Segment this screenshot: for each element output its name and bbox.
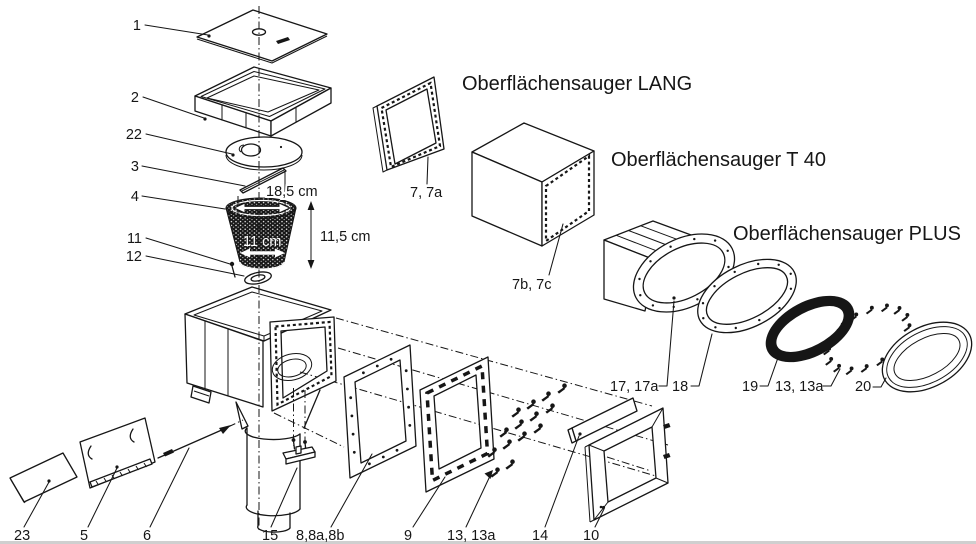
part-label-20: 20 bbox=[855, 379, 871, 395]
part-label-23: 23 bbox=[14, 528, 30, 544]
part-label-3: 3 bbox=[131, 159, 139, 175]
frame-9-drawing bbox=[419, 356, 495, 493]
bracket-drawing bbox=[282, 388, 316, 465]
dimension-11: 11 cm bbox=[240, 234, 285, 258]
part-label-13-front: 13, 13a bbox=[447, 528, 496, 544]
part-label-18: 18 bbox=[672, 379, 688, 395]
title-lang: Oberflächensauger LANG bbox=[462, 73, 692, 95]
assembly-axes bbox=[273, 317, 669, 477]
lid-drawing bbox=[196, 9, 328, 64]
dimension-18-5: 18,5 cm bbox=[232, 172, 320, 214]
skimmer-body-drawing bbox=[184, 286, 337, 533]
part-label-7b: 7b, 7c bbox=[512, 277, 552, 293]
dimension-height-label: 11,5 cm bbox=[320, 229, 371, 245]
seal-plus-drawing bbox=[765, 295, 855, 363]
part-label-15: 15 bbox=[262, 528, 278, 544]
frame-plus-drawing bbox=[881, 321, 973, 393]
part-label-13-plus: 13, 13a bbox=[775, 379, 824, 395]
title-t40: Oberflächensauger T 40 bbox=[611, 149, 826, 171]
frame-lang-drawing bbox=[372, 76, 445, 173]
part-label-7: 7, 7a bbox=[410, 185, 443, 201]
part-label-5: 5 bbox=[80, 528, 88, 544]
dimension-top-width-label: 18,5 cm bbox=[266, 184, 318, 200]
part-label-4: 4 bbox=[131, 189, 139, 205]
part-label-14: 14 bbox=[532, 528, 548, 544]
handle-drawing bbox=[239, 167, 287, 194]
part-label-17: 17, 17a bbox=[610, 379, 659, 395]
screw-11-drawing bbox=[229, 261, 236, 278]
part-label-2: 2 bbox=[131, 90, 139, 106]
part-label-10: 10 bbox=[583, 528, 599, 544]
dimension-11-5: 11,5 cm bbox=[307, 201, 373, 269]
title-plus: Oberflächensauger PLUS bbox=[733, 223, 961, 245]
trim-14-drawing bbox=[567, 397, 638, 444]
housing-t40-drawing bbox=[471, 122, 595, 247]
part-label-6: 6 bbox=[143, 528, 151, 544]
collar-drawing bbox=[194, 66, 332, 137]
part-label-9: 9 bbox=[404, 528, 412, 544]
panel-23-drawing bbox=[9, 452, 78, 504]
axle-6-drawing bbox=[157, 419, 244, 459]
dimension-bottom-width-label: 11 cm bbox=[243, 234, 281, 250]
part-label-12: 12 bbox=[126, 249, 142, 265]
labels-left: 1 2 22 3 4 11 12 bbox=[126, 18, 246, 277]
page-edge bbox=[0, 541, 976, 544]
washer-12-drawing bbox=[244, 271, 272, 285]
labels-bottom: 23 5 6 15 8,8a,8b 9 13, 13a 14 10 bbox=[14, 435, 605, 544]
faceplate-10-drawing bbox=[584, 407, 671, 523]
part-label-19: 19 bbox=[742, 379, 758, 395]
gasket-8-drawing bbox=[343, 344, 417, 479]
part-label-8: 8,8a,8b bbox=[296, 528, 344, 544]
part-label-1: 1 bbox=[133, 18, 141, 34]
labels-right: 7, 7a 7b, 7c 17, 17a 18 19 13, 13a 20 bbox=[410, 156, 887, 395]
disc-drawing bbox=[225, 136, 303, 171]
part-label-22: 22 bbox=[126, 127, 142, 143]
flap-5-drawing bbox=[79, 417, 156, 489]
part-label-11: 11 bbox=[127, 231, 142, 247]
gasket-plus-drawing bbox=[697, 258, 797, 334]
